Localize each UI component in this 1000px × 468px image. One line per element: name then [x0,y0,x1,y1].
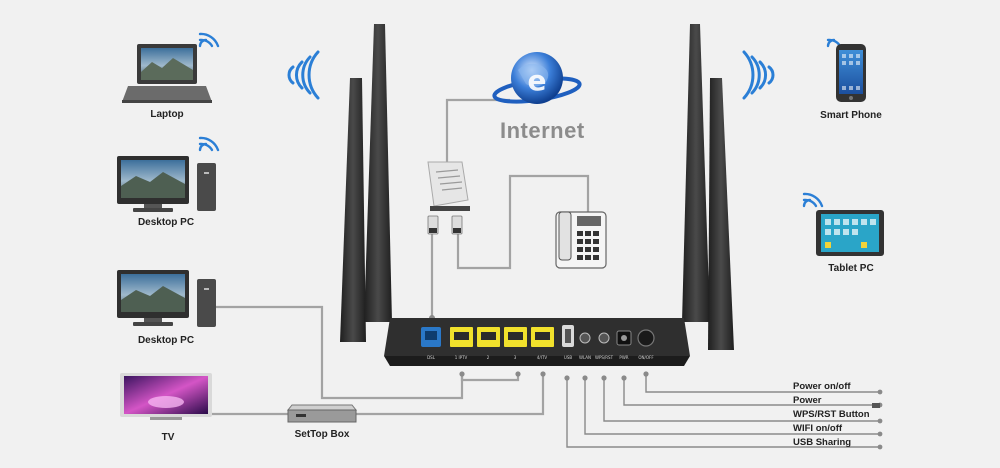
power-plug-icon [872,403,880,408]
internet-label: Internet [500,118,585,143]
wps-button [598,332,610,344]
desktop-pc-icon-1 [117,156,216,212]
port-label-lan3: 3 [513,355,517,360]
settop-lan-cable [356,374,545,416]
phone-cable [456,174,590,270]
wlan-button [579,332,591,344]
laptop-icon [122,44,212,103]
callout-power-onoff: Power on/off [793,381,851,392]
desktop-pc-icon-2 [117,270,216,327]
callout-power: Power [793,395,822,406]
port-label-lan1: 1 IPTV [454,355,468,360]
desktop1-wifi-icon [198,136,220,152]
antennas [340,24,734,350]
router [384,318,690,366]
settop-box-label: SetTop Box [294,429,350,440]
modem-splitter-icon [427,161,470,235]
desktop-pc-label-2: Desktop PC [137,335,195,346]
port-label-lan4: 4/ITV [536,355,548,360]
tv-icon [120,373,212,420]
smartphone-icon [836,44,866,102]
smartphone-label: Smart Phone [820,110,882,121]
tablet-icon [816,210,884,256]
laptop-wifi-icon [198,32,220,48]
wifi-waves [287,50,775,100]
cables [212,98,590,416]
antenna-right-front [682,24,710,322]
wifi-left-icon [287,50,320,100]
port-label-pwr: PWR [619,355,629,360]
antenna-left-front [364,24,392,322]
port-label-usb: USB [563,355,573,360]
globe-icon: e [492,52,582,104]
callout-wps-rst: WPS/RST Button [793,409,870,420]
antenna-right-back [708,78,734,350]
desktop-lan-cable [216,305,464,400]
internet-cable [445,98,510,162]
desktop-pc-label-1: Desktop PC [137,217,195,228]
wifi-right-icon [742,50,775,100]
port-label-lan2: 2 [486,355,490,360]
port-label-wpsrst: WPS/RST [594,355,614,360]
port-label-wlan: WLAN [578,355,592,360]
settop-box-icon [286,404,358,423]
lan-jumper [460,374,520,382]
svg-text:e: e [528,64,547,97]
port-label-onoff: ON/OFF [638,355,654,360]
callout-lines [566,374,880,448]
telephone-icon [555,211,607,269]
device-wifi-icons [198,32,842,208]
callout-usb-sharing: USB Sharing [793,437,852,448]
callout-dots [429,315,883,450]
onoff-button [637,329,655,347]
antenna-left-back [340,78,366,342]
laptop-label: Laptop [150,109,184,120]
tv-label: TV [161,432,175,443]
callout-wifi-onoff: WIFI on/off [793,423,843,434]
tablet-wifi-icon [802,192,824,208]
port-label-dsl: DSL [427,355,435,360]
tablet-label: Tablet PC [828,263,874,274]
